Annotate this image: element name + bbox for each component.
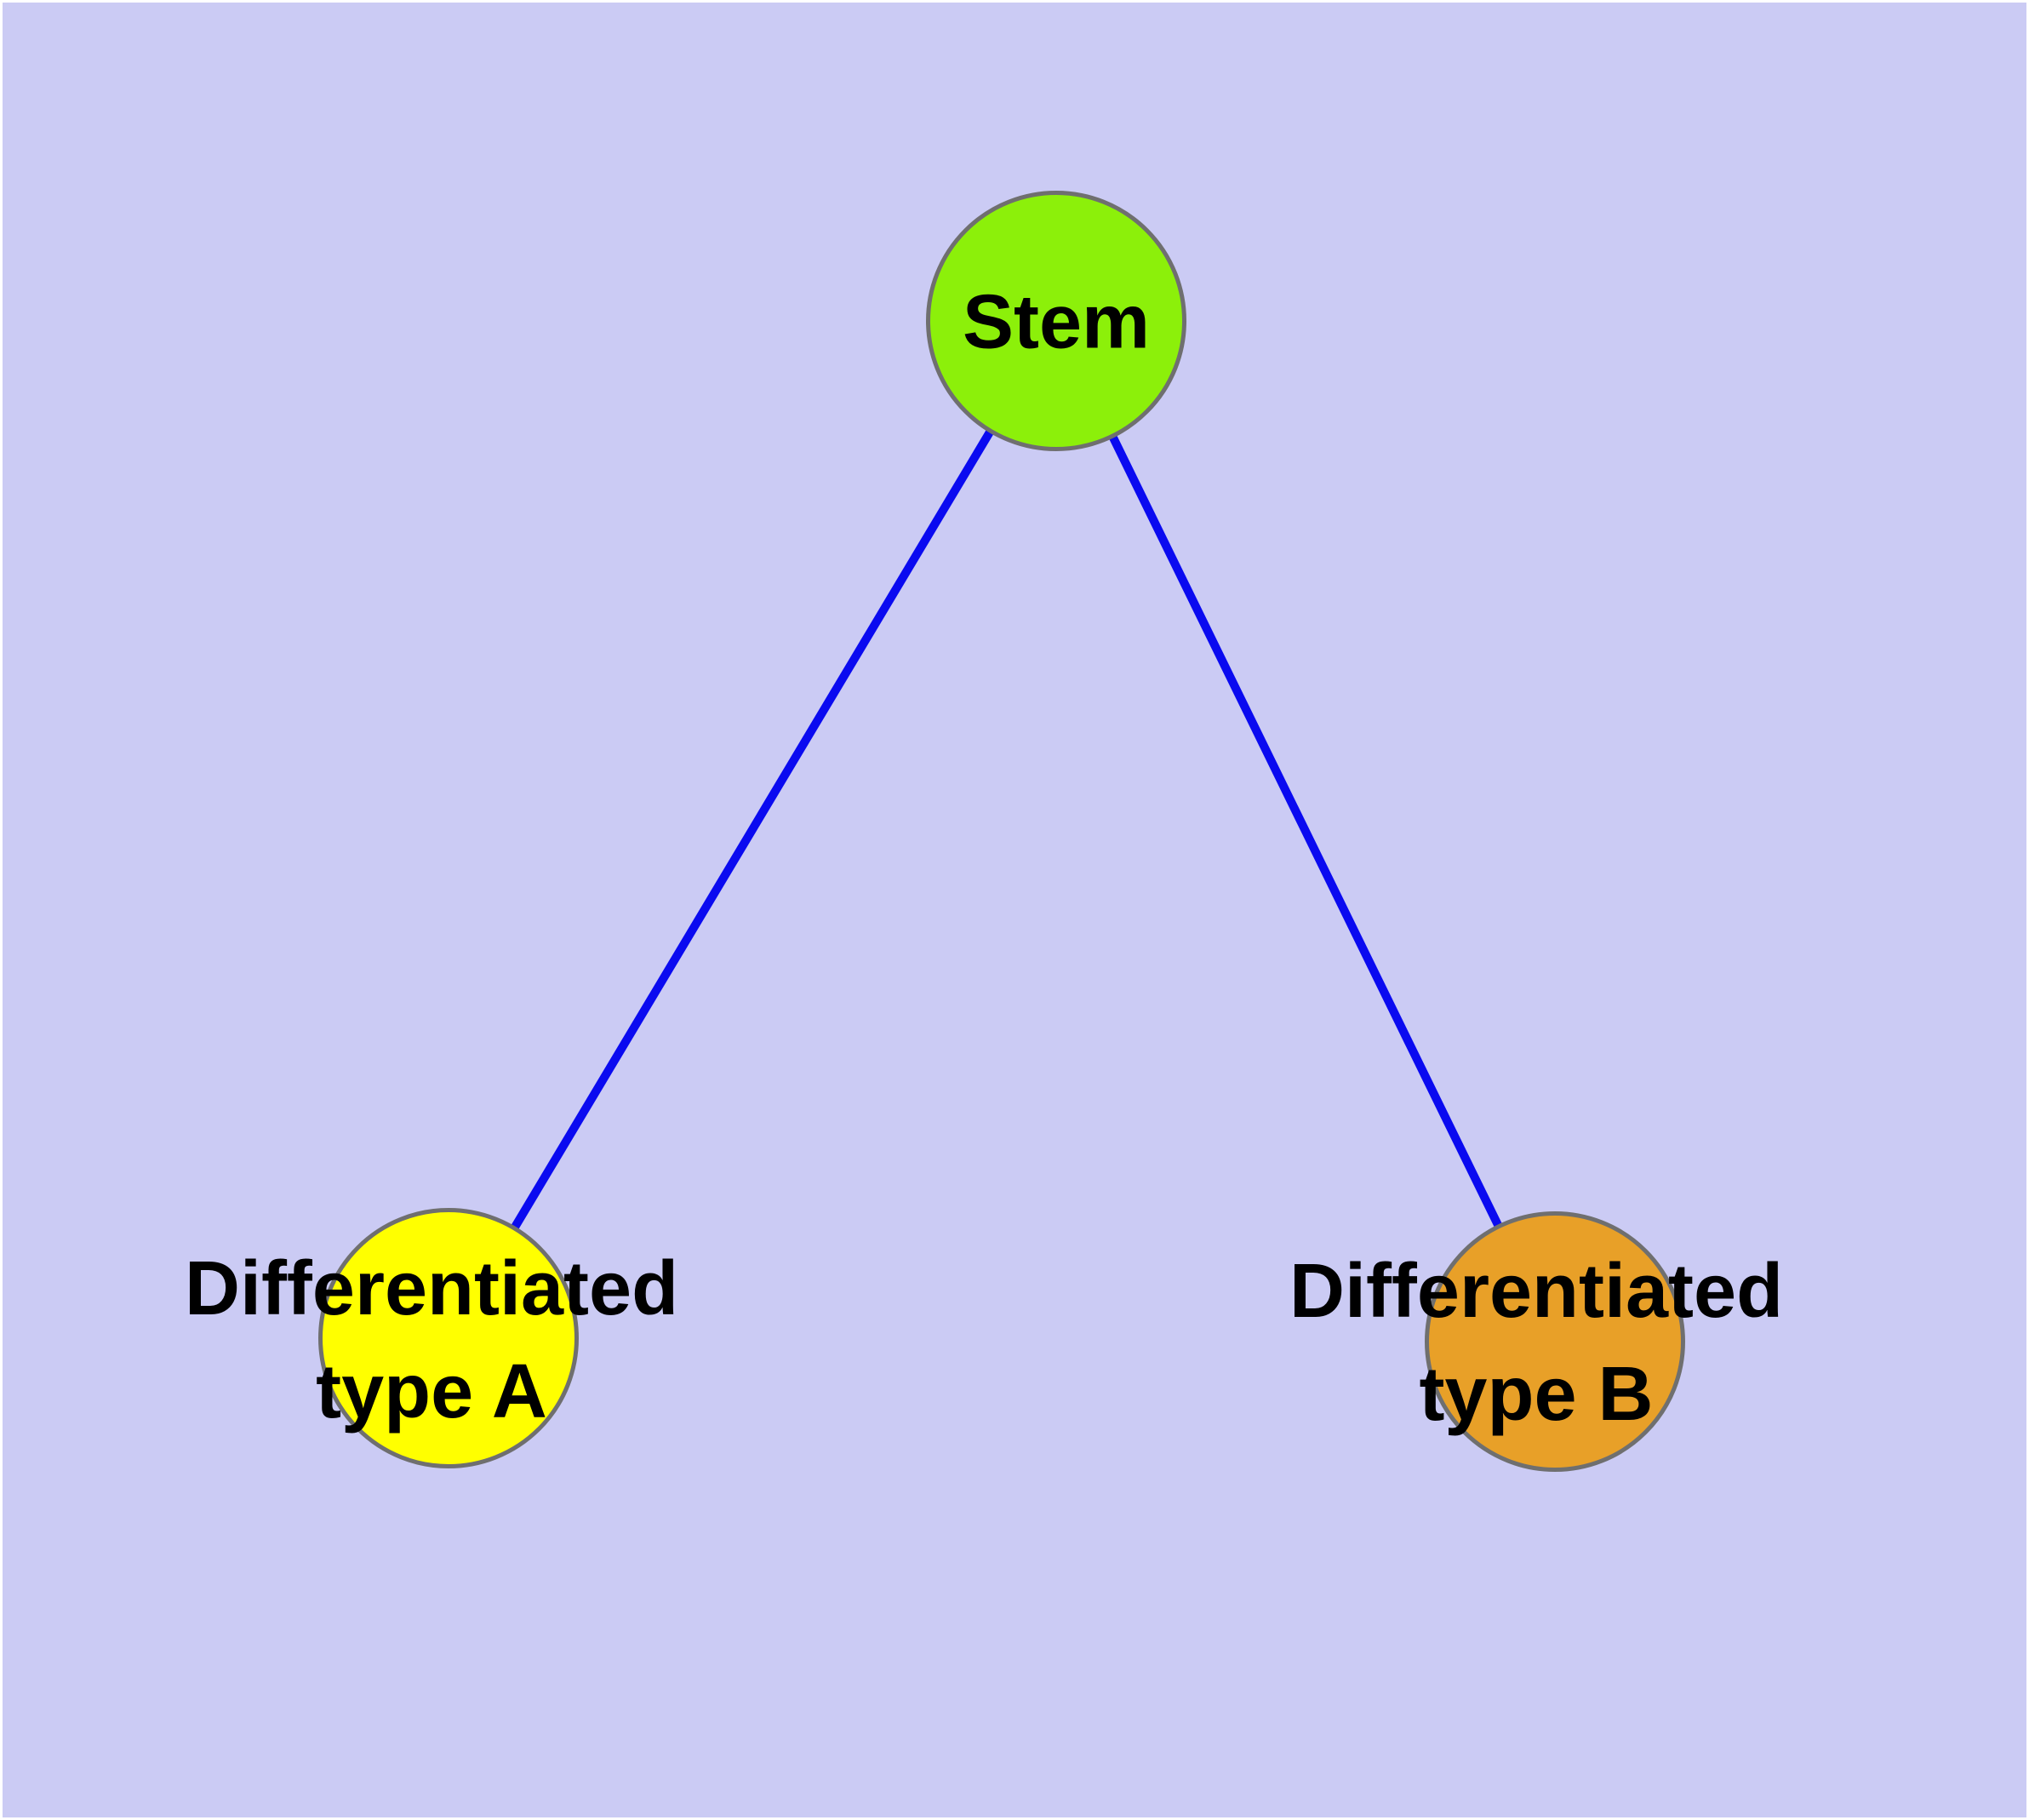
edge-stem-to-type-a	[444, 318, 1060, 1341]
node-type-a-label-line2: type A	[316, 1349, 547, 1434]
node-stem-label: Stem	[962, 279, 1151, 365]
edges-layer	[444, 318, 1559, 1344]
node-differentiated-type-a	[318, 1208, 579, 1468]
edge-stem-to-type-b	[1052, 318, 1559, 1344]
node-type-a-label: Differentiated type A	[185, 1238, 678, 1444]
node-type-b-label-line1: Differentiated	[1289, 1249, 1784, 1334]
node-type-b-label-line2: type B	[1419, 1352, 1654, 1437]
node-type-b-label: Differentiated type B	[1289, 1240, 1783, 1446]
node-differentiated-type-b	[1425, 1211, 1685, 1472]
node-stem	[926, 191, 1186, 451]
node-type-a-label-line1: Differentiated	[184, 1246, 679, 1331]
